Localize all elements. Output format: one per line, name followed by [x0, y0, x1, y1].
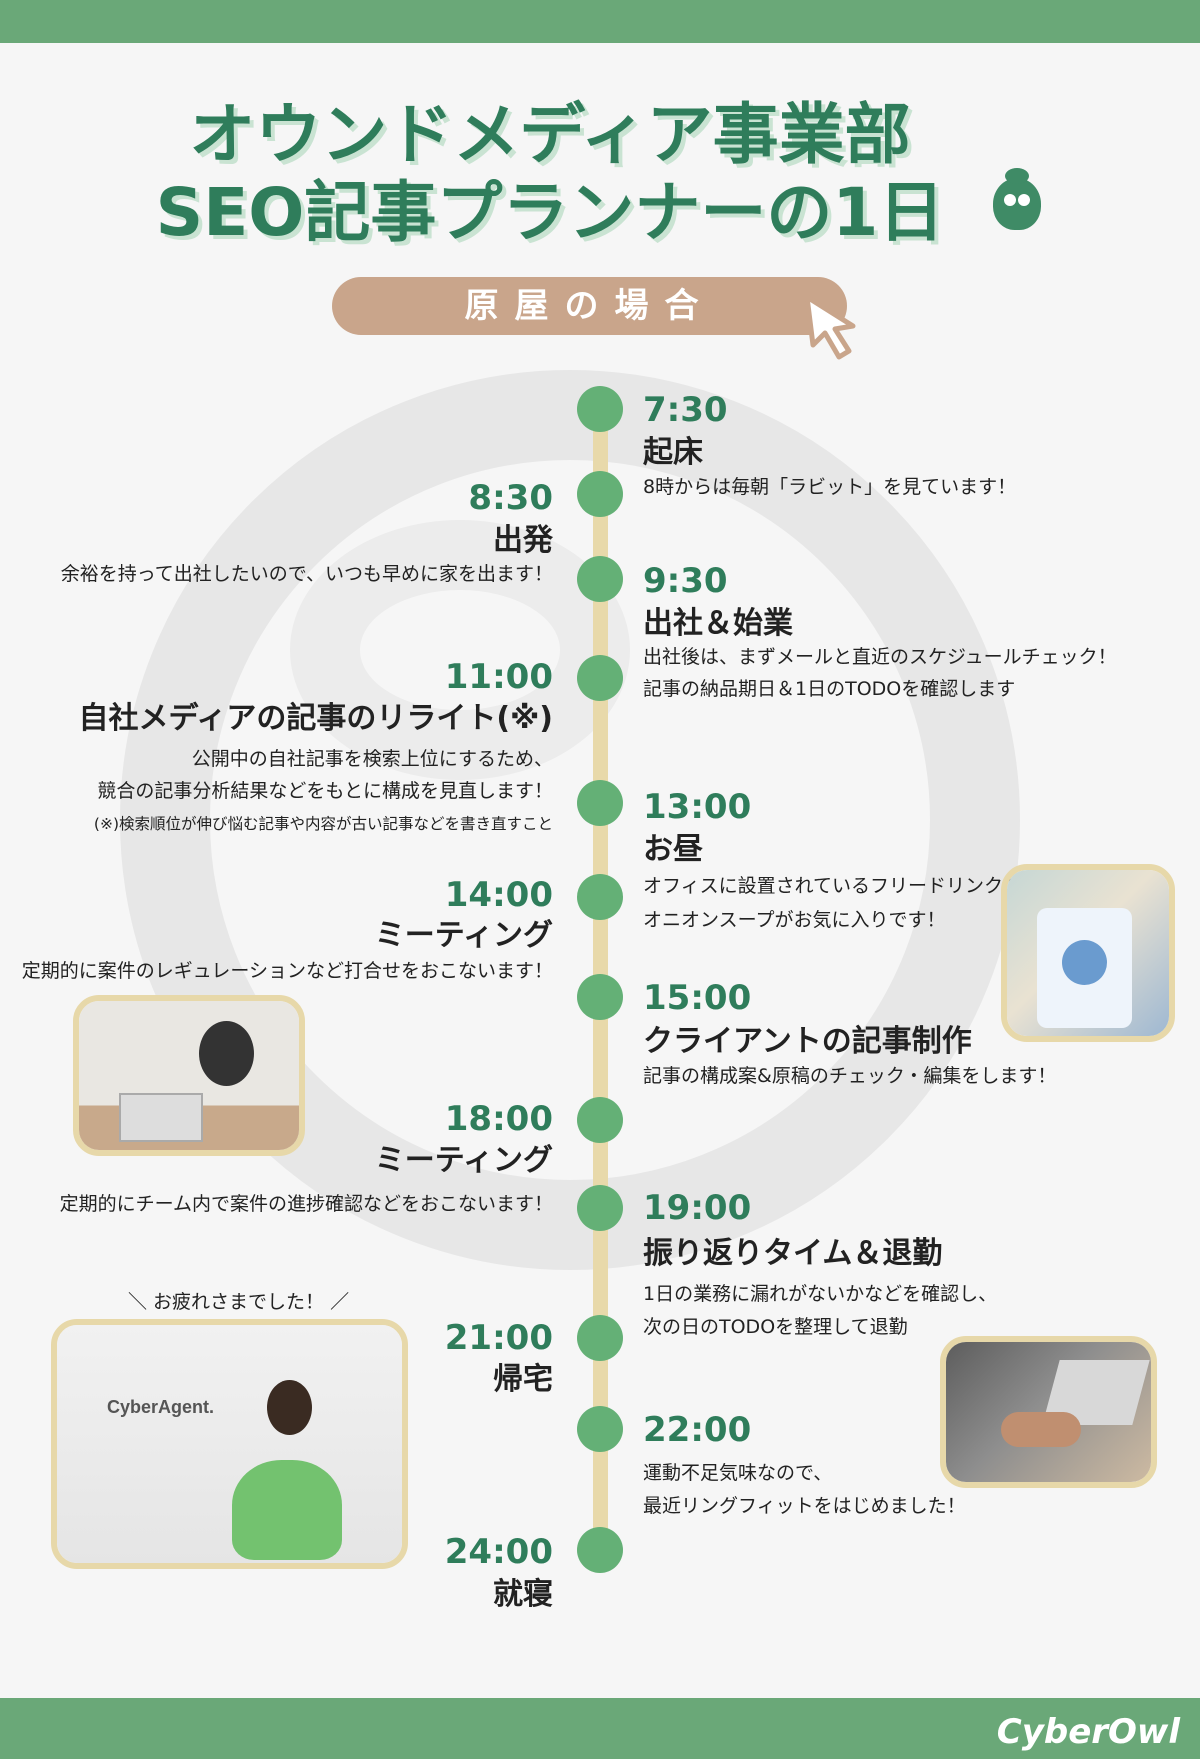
- page-title-line-1: オウンドメディア事業部: [189, 96, 911, 173]
- desc-1100-note: (※)検索順位が伸び悩む記事や内容が古い記事などを書き直すこと: [93, 815, 553, 833]
- timeline-dot: [577, 1406, 623, 1452]
- photo-cyberagent-office: CyberAgent.: [51, 1319, 408, 1569]
- desc-1500-1: 記事の構成案&原稿のチェック・編集をします！: [643, 1065, 1057, 1087]
- desc-0930-1: 出社後は、まずメールと直近のスケジュールチェック！: [643, 646, 1117, 668]
- desc-0930-2: 記事の納品期日＆1日のTODOを確認します: [643, 678, 1016, 700]
- heading-1400: ミーティング: [374, 918, 553, 953]
- time-1800: 18:00: [444, 1099, 553, 1139]
- top-banner: [0, 0, 1200, 43]
- time-1300: 13:00: [643, 787, 752, 827]
- time-2400: 24:00: [444, 1532, 553, 1572]
- timeline-dot: [577, 655, 623, 701]
- heading-1800: ミーティング: [374, 1143, 553, 1178]
- heading-2400: 就寝: [493, 1577, 553, 1612]
- desc-1400-1: 定期的に案件のレギュレーションなど打合せをおこないます！: [21, 960, 553, 982]
- time-2100: 21:00: [444, 1318, 553, 1358]
- closing-message: ＼ お疲れさまでした！ ／: [128, 1291, 350, 1313]
- desc-1300-1: オフィスに設置されているフリードリンクの: [643, 875, 1023, 897]
- time-0830: 8:30: [468, 478, 553, 518]
- timeline-dot: [577, 974, 623, 1020]
- timeline-dot: [577, 1185, 623, 1231]
- photo-meeting: [73, 995, 305, 1156]
- owl-icon: [993, 168, 1041, 230]
- heading-1900: 振り返りタイム＆退勤: [643, 1236, 943, 1271]
- time-0930: 9:30: [643, 561, 728, 601]
- desc-2200-1: 運動不足気味なので、: [643, 1462, 833, 1484]
- heading-1500: クライアントの記事制作: [643, 1024, 972, 1059]
- time-1400: 14:00: [444, 875, 553, 915]
- bottom-banner: CyberOwl: [0, 1698, 1200, 1759]
- desc-1300-2: オニオンスープがお気に入りです！: [643, 909, 946, 931]
- desc-1100-1: 公開中の自社記事を検索上位にするため、: [191, 748, 553, 770]
- time-1100: 11:00: [444, 657, 553, 697]
- time-1900: 19:00: [643, 1188, 752, 1228]
- timeline-dot: [577, 874, 623, 920]
- time-1500: 15:00: [643, 978, 752, 1018]
- timeline-dot: [577, 471, 623, 517]
- timeline-dot: [577, 386, 623, 432]
- heading-1100: 自社メディアの記事のリライト(※): [78, 701, 554, 736]
- desc-2200-2: 最近リングフィットをはじめました！: [643, 1495, 966, 1517]
- heading-0830: 出発: [493, 523, 553, 558]
- heading-0930: 出社＆始業: [643, 606, 793, 641]
- timeline-dot: [577, 1527, 623, 1573]
- desc-1100-2: 競合の記事分析結果などをもとに構成を見直します！: [97, 780, 553, 802]
- page-title-line-2: SEO記事プランナーの1日: [155, 174, 945, 251]
- heading-1300: お昼: [643, 832, 703, 867]
- time-2200: 22:00: [643, 1410, 752, 1450]
- cyberowl-logo: CyberOwl: [996, 1712, 1180, 1752]
- cyberagent-logo: CyberAgent.: [107, 1397, 215, 1417]
- timeline-dot: [577, 556, 623, 602]
- heading-0730: 起床: [643, 435, 703, 470]
- timeline-dot: [577, 1315, 623, 1361]
- cursor-icon: [805, 295, 856, 360]
- timeline-dot: [577, 780, 623, 826]
- timeline-dot: [577, 1097, 623, 1143]
- photo-laptop-work: [940, 1336, 1157, 1488]
- heading-2100: 帰宅: [493, 1362, 553, 1397]
- desc-1900-1: 1日の業務に漏れがないかなどを確認し、: [643, 1283, 998, 1305]
- desc-0830-1: 余裕を持って出社したいので、いつも早めに家を出ます！: [60, 563, 553, 585]
- desc-1900-2: 次の日のTODOを整理して退勤: [643, 1316, 908, 1338]
- photo-onion-soup: [1001, 864, 1175, 1042]
- desc-0730-1: 8時からは毎朝「ラビット」を見ています！: [643, 476, 1017, 498]
- desc-1800-1: 定期的にチーム内で案件の進捗確認などをおこないます！: [59, 1193, 553, 1215]
- time-0730: 7:30: [643, 390, 728, 430]
- name-pill: 原屋の場合: [332, 277, 847, 335]
